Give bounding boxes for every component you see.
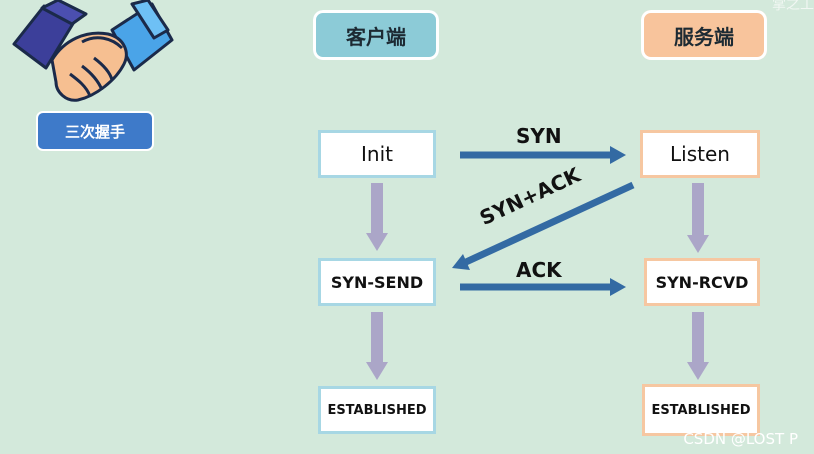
handshake-icon bbox=[12, 0, 174, 102]
syn-arrow bbox=[460, 146, 626, 164]
synack-arrow bbox=[452, 181, 635, 270]
client-state-init: Init bbox=[318, 130, 436, 178]
client-state-established: ESTABLISHED bbox=[318, 386, 436, 434]
down-arrows bbox=[366, 183, 709, 380]
client-down-arrow-1 bbox=[366, 183, 388, 251]
watermark: CSDN @LOST P bbox=[683, 430, 798, 448]
corner-watermark: 掌之工 bbox=[772, 0, 814, 13]
ack-arrow bbox=[460, 278, 626, 296]
server-down-arrow-1 bbox=[687, 183, 709, 253]
client-state-syn-send: SYN-SEND bbox=[318, 258, 436, 306]
client-header: 客户端 bbox=[313, 10, 439, 60]
server-state-listen: Listen bbox=[640, 130, 760, 178]
ack-label: ACK bbox=[516, 258, 562, 282]
server-state-established: ESTABLISHED bbox=[642, 384, 760, 436]
server-header: 服务端 bbox=[641, 10, 767, 60]
server-state-syn-rcvd: SYN-RCVD bbox=[644, 258, 760, 306]
server-down-arrow-2 bbox=[687, 312, 709, 380]
client-down-arrow-2 bbox=[366, 312, 388, 380]
three-way-handshake-label: 三次握手 bbox=[36, 111, 154, 151]
syn-label: SYN bbox=[516, 124, 562, 148]
